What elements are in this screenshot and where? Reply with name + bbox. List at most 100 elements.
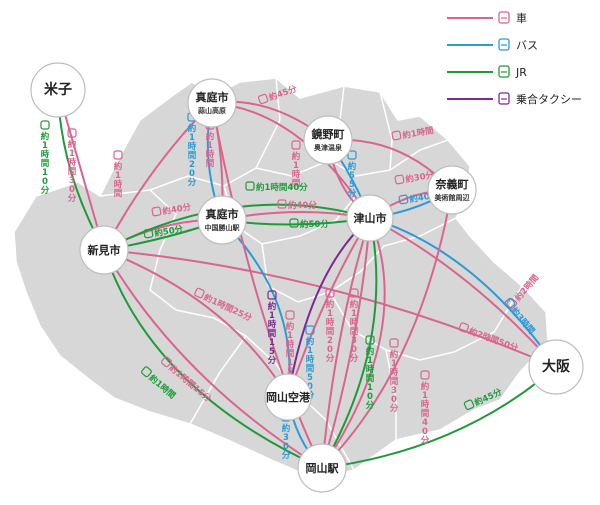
route-label-char: 1: [189, 133, 195, 143]
route-label-kagamino_tsuyama_car: 約1時間: [291, 140, 301, 189]
node-circle: [187, 78, 237, 128]
route-label-char: 間: [68, 167, 77, 177]
route-car-tsuyama-okayama_station: [321, 217, 371, 469]
route-label-char: 0: [351, 345, 357, 355]
region-west: [13, 77, 549, 481]
route-label-char: 時: [68, 157, 77, 168]
legend-item-bus: バス: [447, 38, 538, 52]
route-label-char: 分: [268, 355, 277, 366]
route-car-maniwa_hiruzen-okayama_station: [211, 102, 323, 469]
route-label-char: 0: [283, 442, 289, 452]
route-label-char: 約: [366, 346, 375, 357]
route-label-char: 1: [269, 338, 275, 348]
route-label-text: 約40分: [288, 200, 317, 211]
route-label-char: 1: [287, 358, 293, 368]
route-label-char: 約: [268, 301, 277, 312]
node-circle: [264, 373, 312, 421]
route-car-nagi-okayama_station: [321, 189, 453, 469]
route-label-char: 時: [114, 179, 123, 190]
node-subname: 蒜山高原: [198, 106, 226, 115]
car-icon: [194, 287, 205, 299]
route-jr-niimi-okayama_station: [103, 249, 323, 469]
route-label-char: 1: [422, 391, 428, 401]
node-subname: 美術館周辺: [435, 193, 470, 202]
route-label-char: 時: [188, 141, 197, 152]
route-label-char: 間: [292, 179, 301, 189]
route-label-tsuyama_nagi_car: 約30分: [394, 169, 435, 185]
route-label-char: 1: [367, 356, 373, 366]
legend-label: 車: [516, 11, 527, 25]
route-label-char: 約: [421, 381, 430, 392]
legend-label: JR: [515, 66, 527, 79]
route-label-chugoku_tsuyama_jr: 約1時間40分: [245, 181, 308, 193]
car-icon: [151, 206, 162, 217]
route-label-char: 1: [115, 171, 121, 181]
route-label-inner: 約50分: [289, 218, 329, 230]
node-subname: 奥津温泉: [314, 143, 343, 152]
route-label-char: 1: [327, 309, 333, 319]
route-label-char: 約: [206, 131, 215, 142]
node-name: 真庭市: [206, 207, 239, 221]
route-label-text: 約1時間: [402, 125, 435, 141]
car-icon: [67, 128, 77, 138]
route-label-char: 1: [307, 346, 313, 356]
car-icon: [285, 310, 295, 320]
route-car-tsuyama-osaka: [369, 217, 557, 368]
node-name: 米子: [44, 81, 72, 98]
route-label-char: 0: [42, 177, 48, 187]
route-label-char: 約: [326, 299, 335, 310]
route-car-niimi-okayama_station: [103, 249, 323, 469]
route-label-char: 約: [306, 336, 315, 347]
route-label-char: 1: [351, 309, 357, 319]
route-label-char: 5: [349, 180, 355, 190]
node-okayama_station: 岡山駅: [297, 443, 347, 493]
route-label-chugoku_tsuyama_jr2: 約50分: [289, 218, 329, 230]
route-label-char: 間: [390, 377, 399, 387]
route-label-char: 5: [287, 367, 293, 377]
route-label-char: 0: [189, 169, 195, 179]
jr-icon: [245, 181, 255, 191]
route-label-char: 時: [326, 317, 335, 328]
route-label-char: 約: [68, 139, 77, 150]
jr-icon: [289, 218, 299, 228]
route-label-niimi_chugoku_jr: 約50分: [143, 223, 184, 239]
route-label-char: 分: [282, 450, 291, 461]
legend-item-jr: JR: [447, 65, 527, 79]
route-label-text: 約40分: [162, 201, 193, 217]
route-label-char: 3: [351, 336, 357, 346]
route-label-char: 時: [366, 364, 375, 375]
route-label-char: 3: [391, 386, 397, 396]
route-label-char: 5: [307, 373, 313, 383]
jr-icon: [141, 366, 152, 378]
route-label-char: 約: [348, 161, 357, 172]
node-circle: [79, 225, 129, 275]
route-label-inner: 約1時間40分: [245, 181, 308, 193]
route-label-char: 時: [421, 399, 430, 410]
route-label-char: 1: [293, 161, 299, 171]
route-label-char: 間: [188, 151, 197, 161]
route-label-char: 約: [41, 131, 50, 142]
node-name: 大阪: [542, 358, 571, 375]
car-icon: [325, 288, 335, 298]
node-circle: [346, 194, 394, 242]
bus-icon: [305, 325, 315, 335]
route-label-char: 分: [350, 353, 359, 364]
route-label-char: 間: [326, 327, 335, 337]
route-label-char: 分: [326, 353, 335, 364]
route-label-char: 時: [286, 339, 295, 350]
route-label-char: 1: [287, 331, 293, 341]
route-label-char: 分: [68, 193, 77, 204]
route-label-inner: 約1時間: [391, 125, 435, 141]
route-label-niimi_chugoku_car: 約40分: [151, 201, 193, 217]
route-label-char: 0: [391, 395, 397, 405]
node-circle: [197, 195, 247, 245]
location-nodes: 米子真庭市蒜山高原鏡野町奥津温泉奈義町美術館周辺真庭市中国勝山駅津山市新見市大阪…: [30, 62, 584, 493]
legend-item-taxi: 乗合タクシー: [447, 92, 582, 106]
route-label-char: 分: [348, 188, 357, 199]
